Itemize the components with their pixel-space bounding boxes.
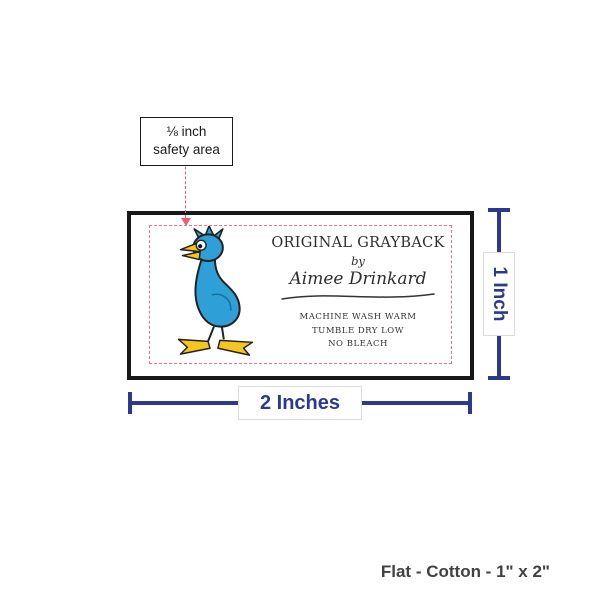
height-dimension-label: 1 Inch (483, 252, 515, 336)
width-dimension-cap-left (128, 392, 132, 414)
label-title: ORIGINAL GRAYBACK (271, 235, 445, 251)
height-dimension-cap-top (488, 208, 510, 212)
width-dimension-cap-right (468, 392, 472, 414)
care-line-3: NO BLEACH (328, 339, 388, 350)
bird-illustration (177, 226, 254, 356)
callout-arrow-icon (181, 218, 191, 226)
product-caption: Flat - Cotton - 1" x 2" (380, 562, 550, 581)
label-by: by (351, 254, 365, 268)
label-author: Aimee Drinkard (289, 269, 427, 289)
height-dimension-cap-bottom (488, 376, 510, 380)
care-line-1: MACHINE WASH WARM (299, 312, 417, 322)
width-dimension-label: 2 Inches (238, 386, 362, 420)
safety-area-outline (149, 225, 452, 364)
callout-line-1: ⅛ inch (166, 124, 207, 139)
callout-line-2: safety area (153, 141, 220, 157)
label-text-block: ORIGINAL GRAYBACK by Aimee Drinkard MACH… (260, 235, 456, 352)
flourish-underline (281, 293, 435, 300)
care-line-2: TUMBLE DRY LOW (312, 325, 404, 336)
safety-area-callout: ⅛ inch safety area (140, 117, 233, 167)
care-instructions: MACHINE WASH WARM TUMBLE DRY LOW NO BLEA… (260, 311, 456, 352)
callout-leader-line (185, 157, 186, 218)
